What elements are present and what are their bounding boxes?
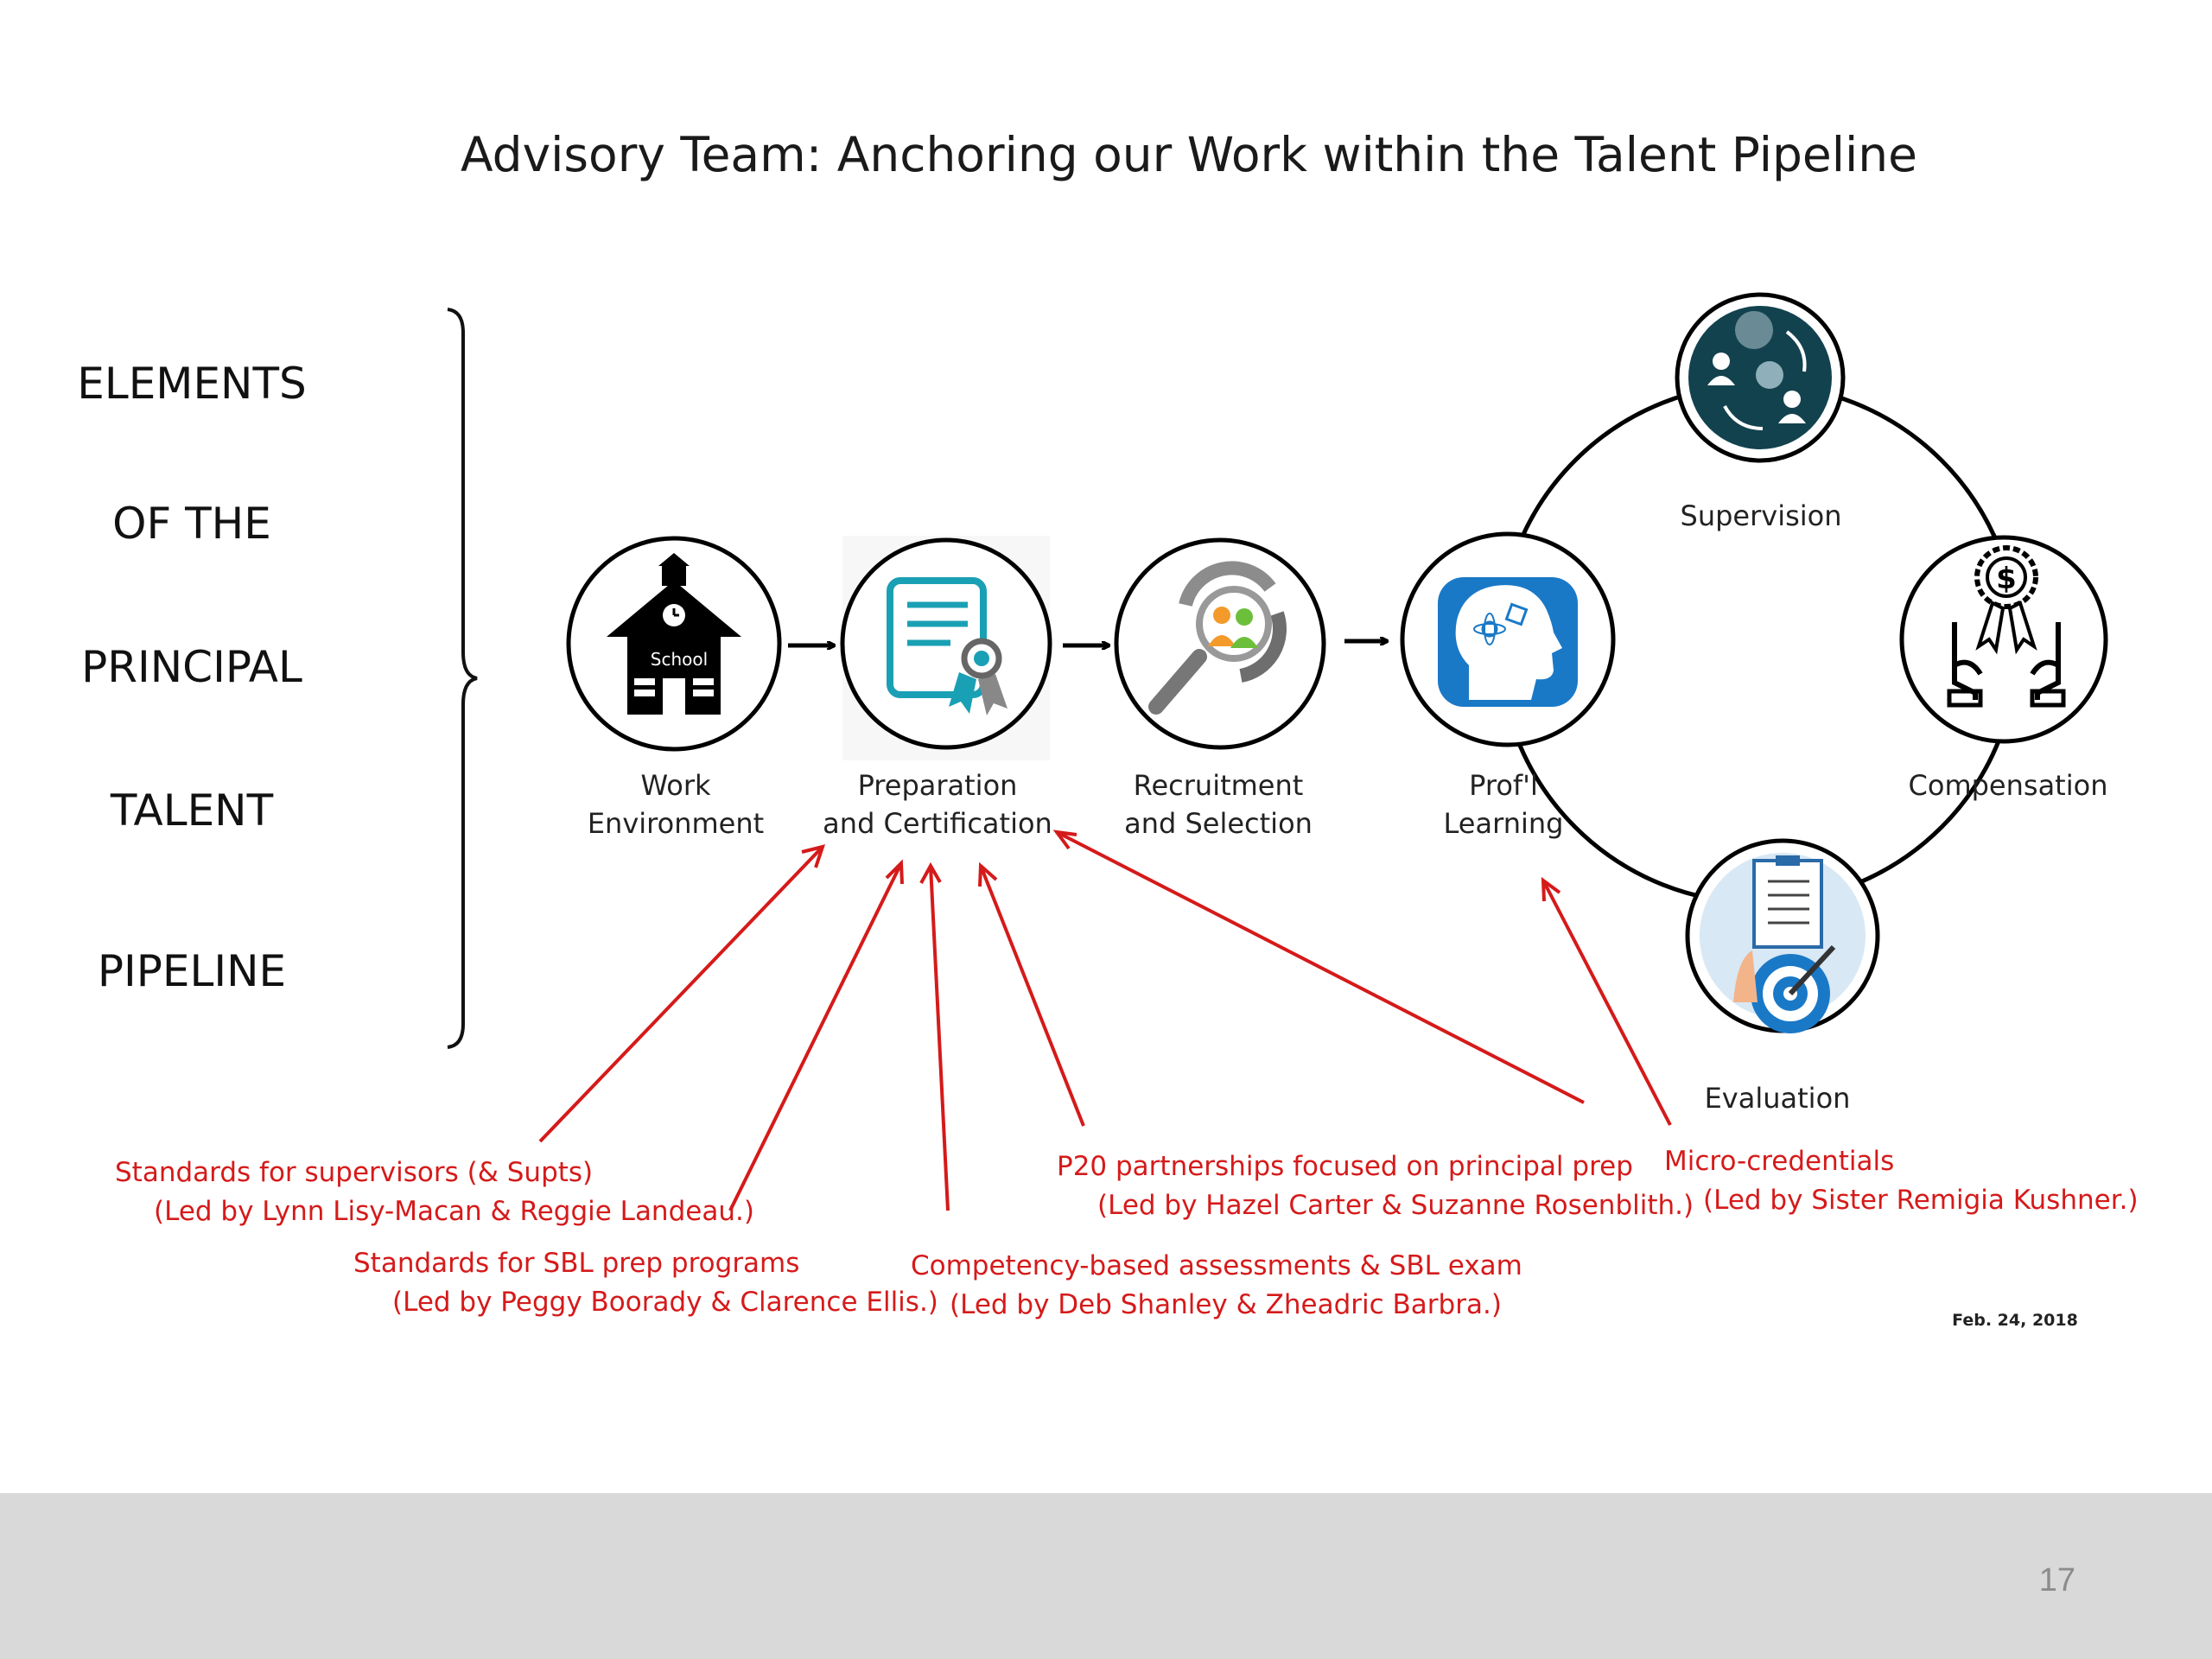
node-label-evaluation: Evaluation [1705,1082,1851,1115]
node-recruitment-selection: Recruitment and Selection [1114,537,1326,840]
node-label-prof-2: Learning [1444,807,1564,840]
hands-award-icon: $ [1947,545,2066,708]
red-arrow-sbl-prep [728,862,903,1211]
people-exchange-icon [1688,306,1832,449]
node-label-compensation: Compensation [1909,769,2108,802]
annotation-supervisors-line2: (Led by Lynn Lisy-Macan & Reggie Landeau… [154,1196,754,1227]
red-arrow-p20 [979,865,1085,1127]
annotation-competency-line1: Competency-based assessments & SBL exam [911,1250,1522,1281]
node-label-prof-1: Prof'l [1469,769,1538,802]
pipeline-diagram: Advisory Team: Anchoring our Work within… [77,127,2139,1330]
node-label-recruit-2: and Selection [1124,807,1313,840]
left-word-pipeline: PIPELINE [98,946,286,996]
red-arrow-micro [1541,880,1672,1126]
annotation-competency-line2: (Led by Deb Shanley & Zheadric Barbra.) [950,1289,1502,1320]
checklist-target-icon [1700,853,1866,1033]
node-evaluation: Evaluation [1685,838,1880,1115]
node-label-supervision: Supervision [1681,499,1842,532]
magnifier-people-icon [1148,561,1287,715]
page-title: Advisory Team: Anchoring our Work within… [461,127,1917,182]
left-word-talent: TALENT [110,785,274,836]
schoolhouse-icon: School [607,553,741,715]
certificate-icon [887,577,1007,715]
curly-brace [447,308,478,1049]
slide: Advisory Team: Anchoring our Work within… [77,127,2139,1330]
node-label-prep-1: Preparation [858,769,1018,802]
page-number: 17 [2038,1562,2075,1599]
annotation-arrows [538,830,1672,1211]
annotation-p20-line1: P20 partnerships focused on principal pr… [1057,1151,1633,1182]
annotation-micro-line1: Micro-credentials [1664,1146,1894,1177]
node-compensation: $ Compensation [1899,535,2108,802]
annotation-sbl-prep-line2: (Led by Peggy Boorady & Clarence Ellis.) [392,1287,938,1318]
svg-text:$: $ [1996,562,2017,596]
node-work-environment: School Work Environment [566,536,782,840]
left-word-principal: PRINCIPAL [81,642,302,692]
node-profl-learning: Prof'l Learning [1400,531,1616,840]
node-label-recruit-1: Recruitment [1134,769,1304,802]
footer-bar [0,1493,2212,1659]
annotation-micro-line2: (Led by Sister Remigia Kushner.) [1703,1185,2139,1216]
node-label-prep-2: and Certification [823,807,1052,840]
annotation-supervisors-line1: Standards for supervisors (& Supts) [115,1157,593,1188]
annotation-sbl-prep-line1: Standards for SBL prep programs [353,1248,799,1279]
head-brain-icon [1438,577,1578,707]
node-supervision: Supervision [1675,292,1846,532]
node-label-work-1: Work [640,769,711,802]
node-preparation-certification: Preparation and Certification [823,536,1052,840]
left-word-of-the: OF THE [112,499,271,549]
left-word-elements: ELEMENTS [77,359,306,409]
red-arrow-p20-prep [1056,830,1585,1104]
svg-text:School: School [651,649,708,670]
date-label: Feb. 24, 2018 [1952,1311,2078,1330]
node-label-work-2: Environment [588,807,764,840]
red-arrow-competency [929,865,950,1211]
red-arrow-supervisors [538,845,824,1143]
annotation-p20-line2: (Led by Hazel Carter & Suzanne Rosenblit… [1097,1190,1694,1221]
